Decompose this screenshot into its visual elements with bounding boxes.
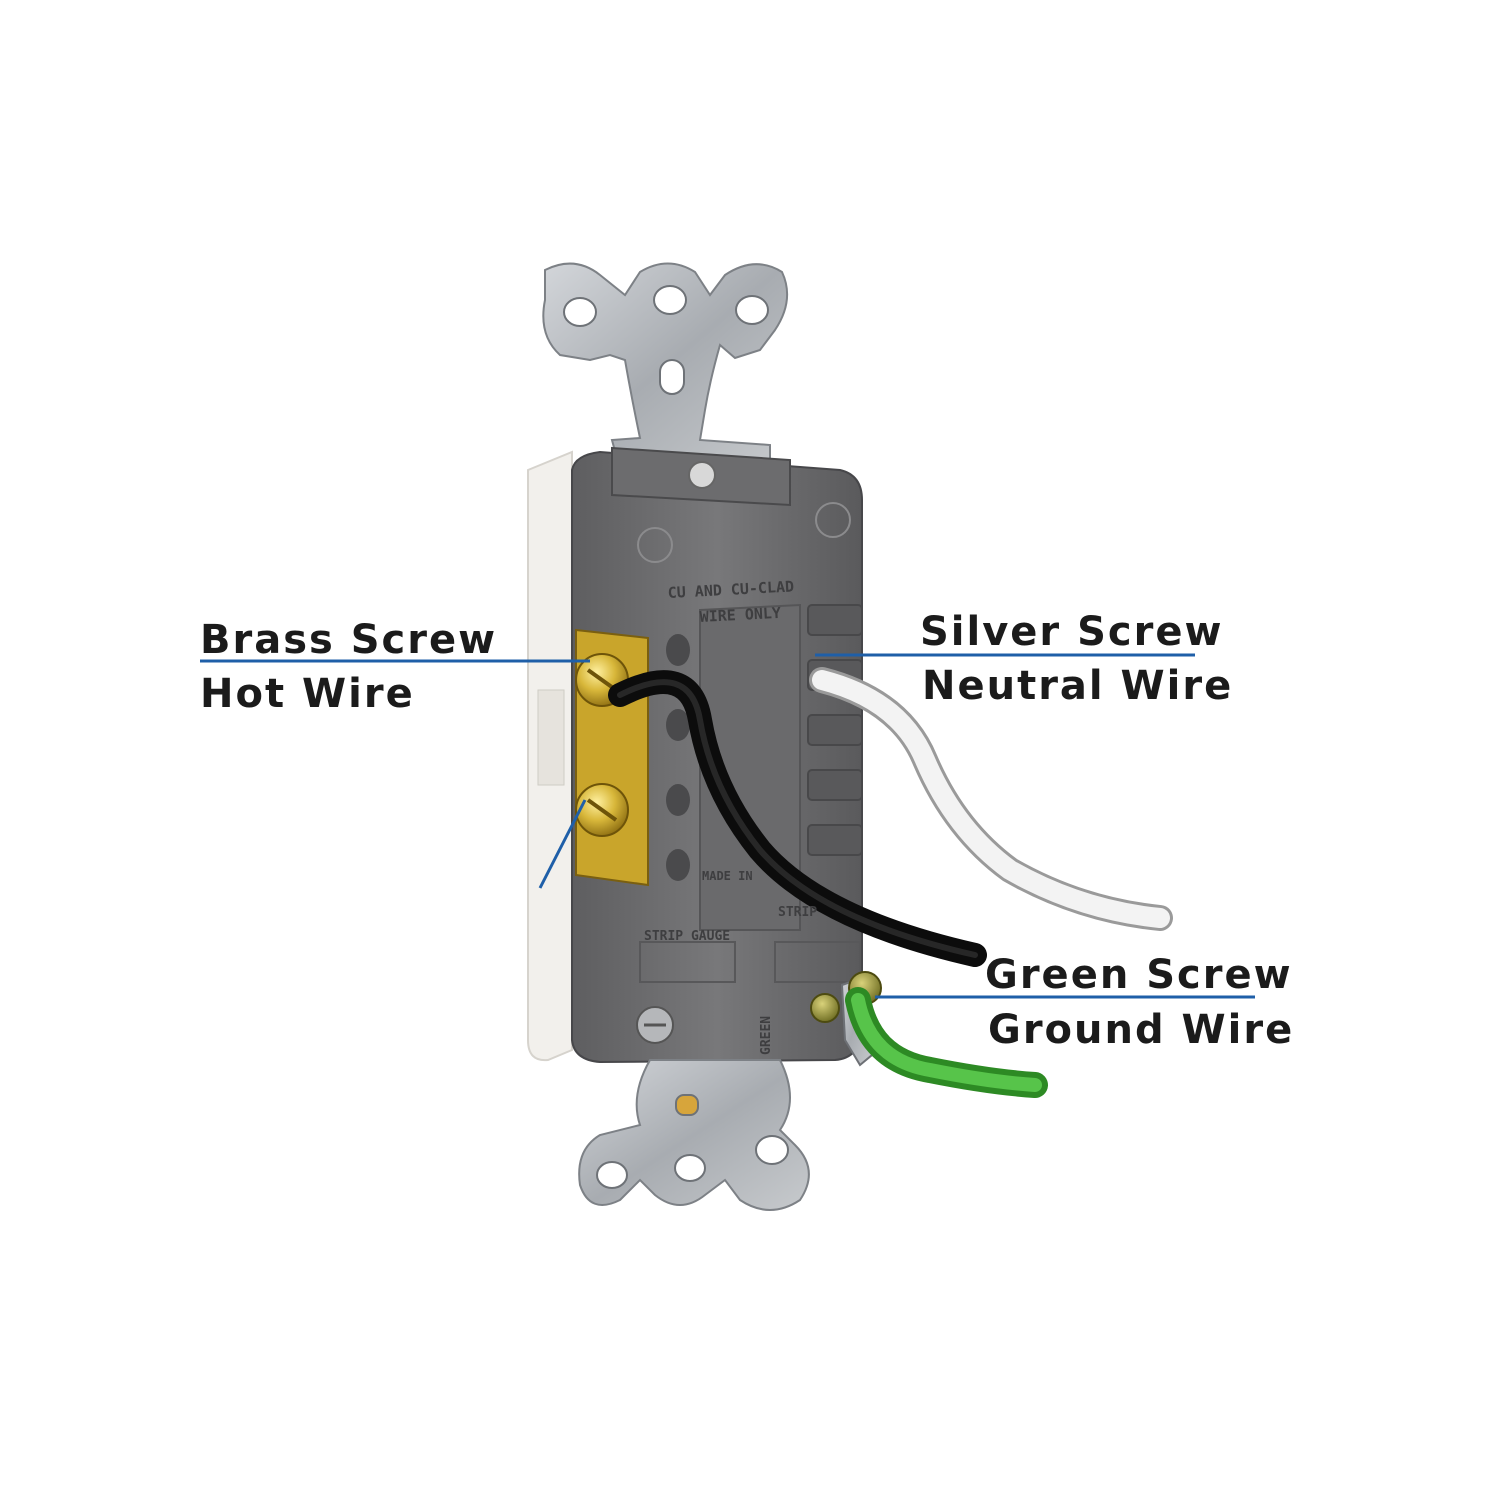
- outlet-body: [571, 446, 863, 1064]
- ground-wire-label: Ground Wire: [988, 1007, 1295, 1053]
- brass-screw-label: Brass Screw: [200, 617, 498, 663]
- marking-made-in: MADE IN: [702, 869, 753, 883]
- brass-leader-line-lower: [538, 799, 587, 889]
- top-mounting-strap: [542, 262, 789, 471]
- marking-strip-gauge-right: STRIP: [778, 905, 817, 920]
- neutral-wire: [809, 667, 1173, 931]
- brass-terminal: [575, 628, 649, 887]
- housing-slot: [537, 689, 565, 786]
- hot-wire-label: Hot Wire: [200, 671, 415, 717]
- neutral-wire-label: Neutral Wire: [922, 663, 1234, 709]
- marking-strip-gauge: STRIP GAUGE: [644, 929, 730, 944]
- marking-wire-only: WIRE ONLY: [699, 604, 781, 626]
- silver-screw-label: Silver Screw: [920, 609, 1224, 655]
- marking-green: GREEN: [759, 1016, 774, 1055]
- bottom-mounting-strap: [578, 1059, 810, 1211]
- green-screw-label: Green Screw: [985, 952, 1293, 998]
